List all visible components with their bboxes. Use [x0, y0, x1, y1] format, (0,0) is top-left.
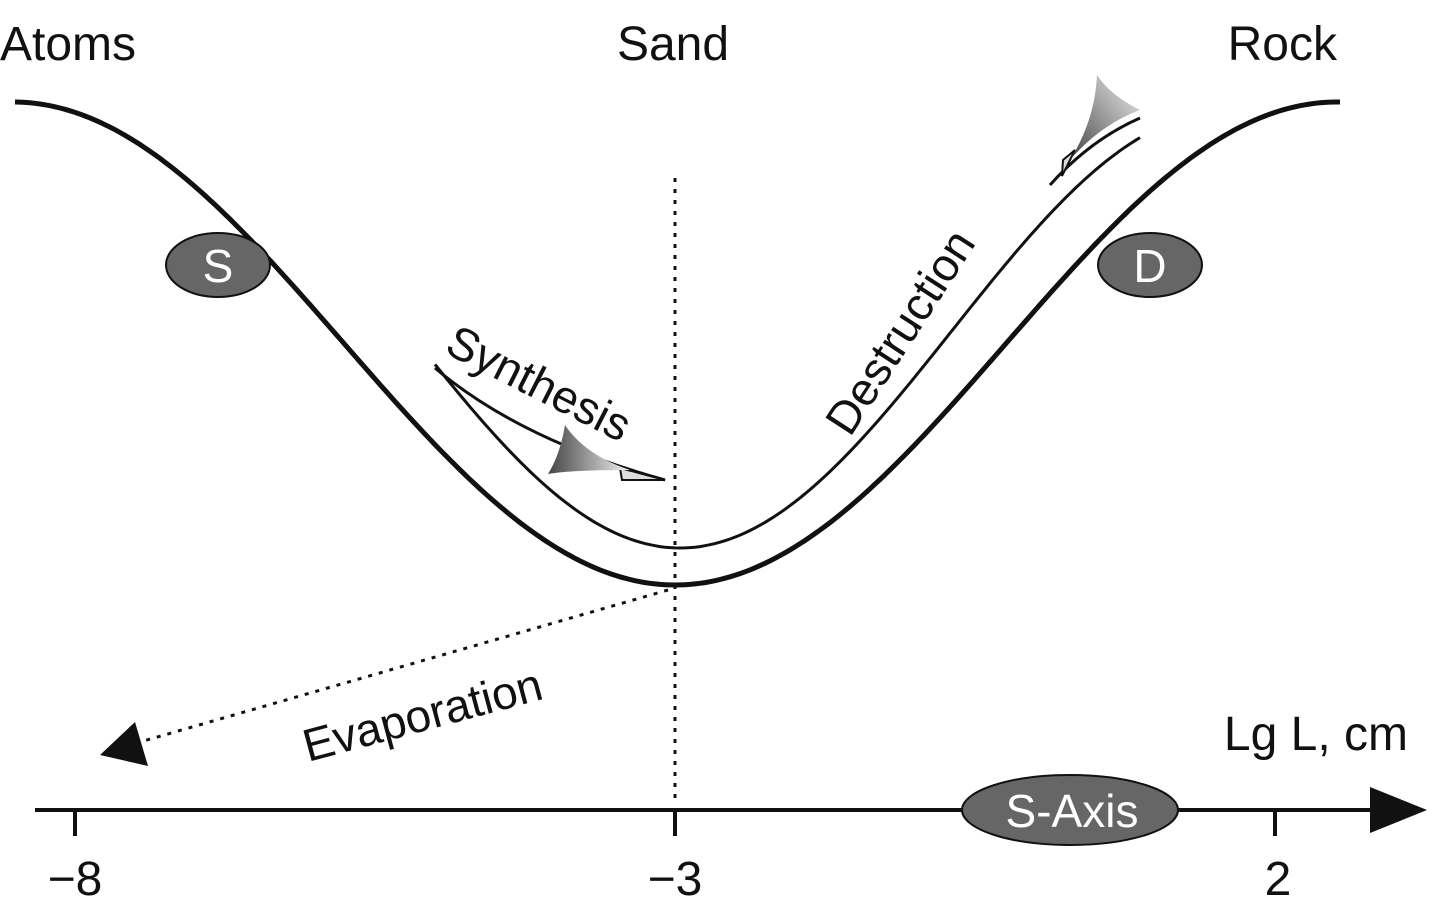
synthesis-arrowhead-icon: [618, 466, 666, 481]
s-badge: [165, 232, 271, 298]
destruction-label: Destruction: [815, 220, 985, 443]
rock-label: Rock: [1228, 18, 1338, 71]
outer-curve: [14, 99, 1340, 588]
evaporation-arrowhead-icon: [100, 722, 148, 766]
inner-curve: [433, 136, 1141, 550]
destruction-arrow: [1048, 116, 1141, 186]
destruction-arrowhead-icon: [1061, 149, 1076, 177]
destruction-gradient-arrowhead-icon: [1070, 75, 1140, 160]
tick-label: −3: [648, 853, 703, 901]
atoms-label: Atoms: [0, 18, 136, 71]
s-axis-badge: [961, 774, 1179, 846]
s-axis-badge-label: S-Axis: [1006, 785, 1139, 837]
sand-label: Sand: [617, 18, 729, 71]
synthesis-gradient-arrowhead-icon: [548, 425, 630, 474]
d-badge: [1097, 232, 1203, 298]
tick-label: −8: [48, 853, 103, 901]
d-badge-label: D: [1133, 240, 1166, 292]
synthesis-label: Synthesis: [438, 315, 639, 452]
axis-arrowhead-icon: [1370, 787, 1427, 833]
s-badge-label: S: [203, 240, 234, 292]
tick-label: 2: [1265, 853, 1292, 901]
axis-unit-label: Lg L, cm: [1224, 708, 1408, 761]
evaporation-dotted-arrow: [139, 588, 669, 744]
synthesis-arrow: [434, 366, 666, 482]
evaporation-label: Evaporation: [297, 658, 548, 772]
